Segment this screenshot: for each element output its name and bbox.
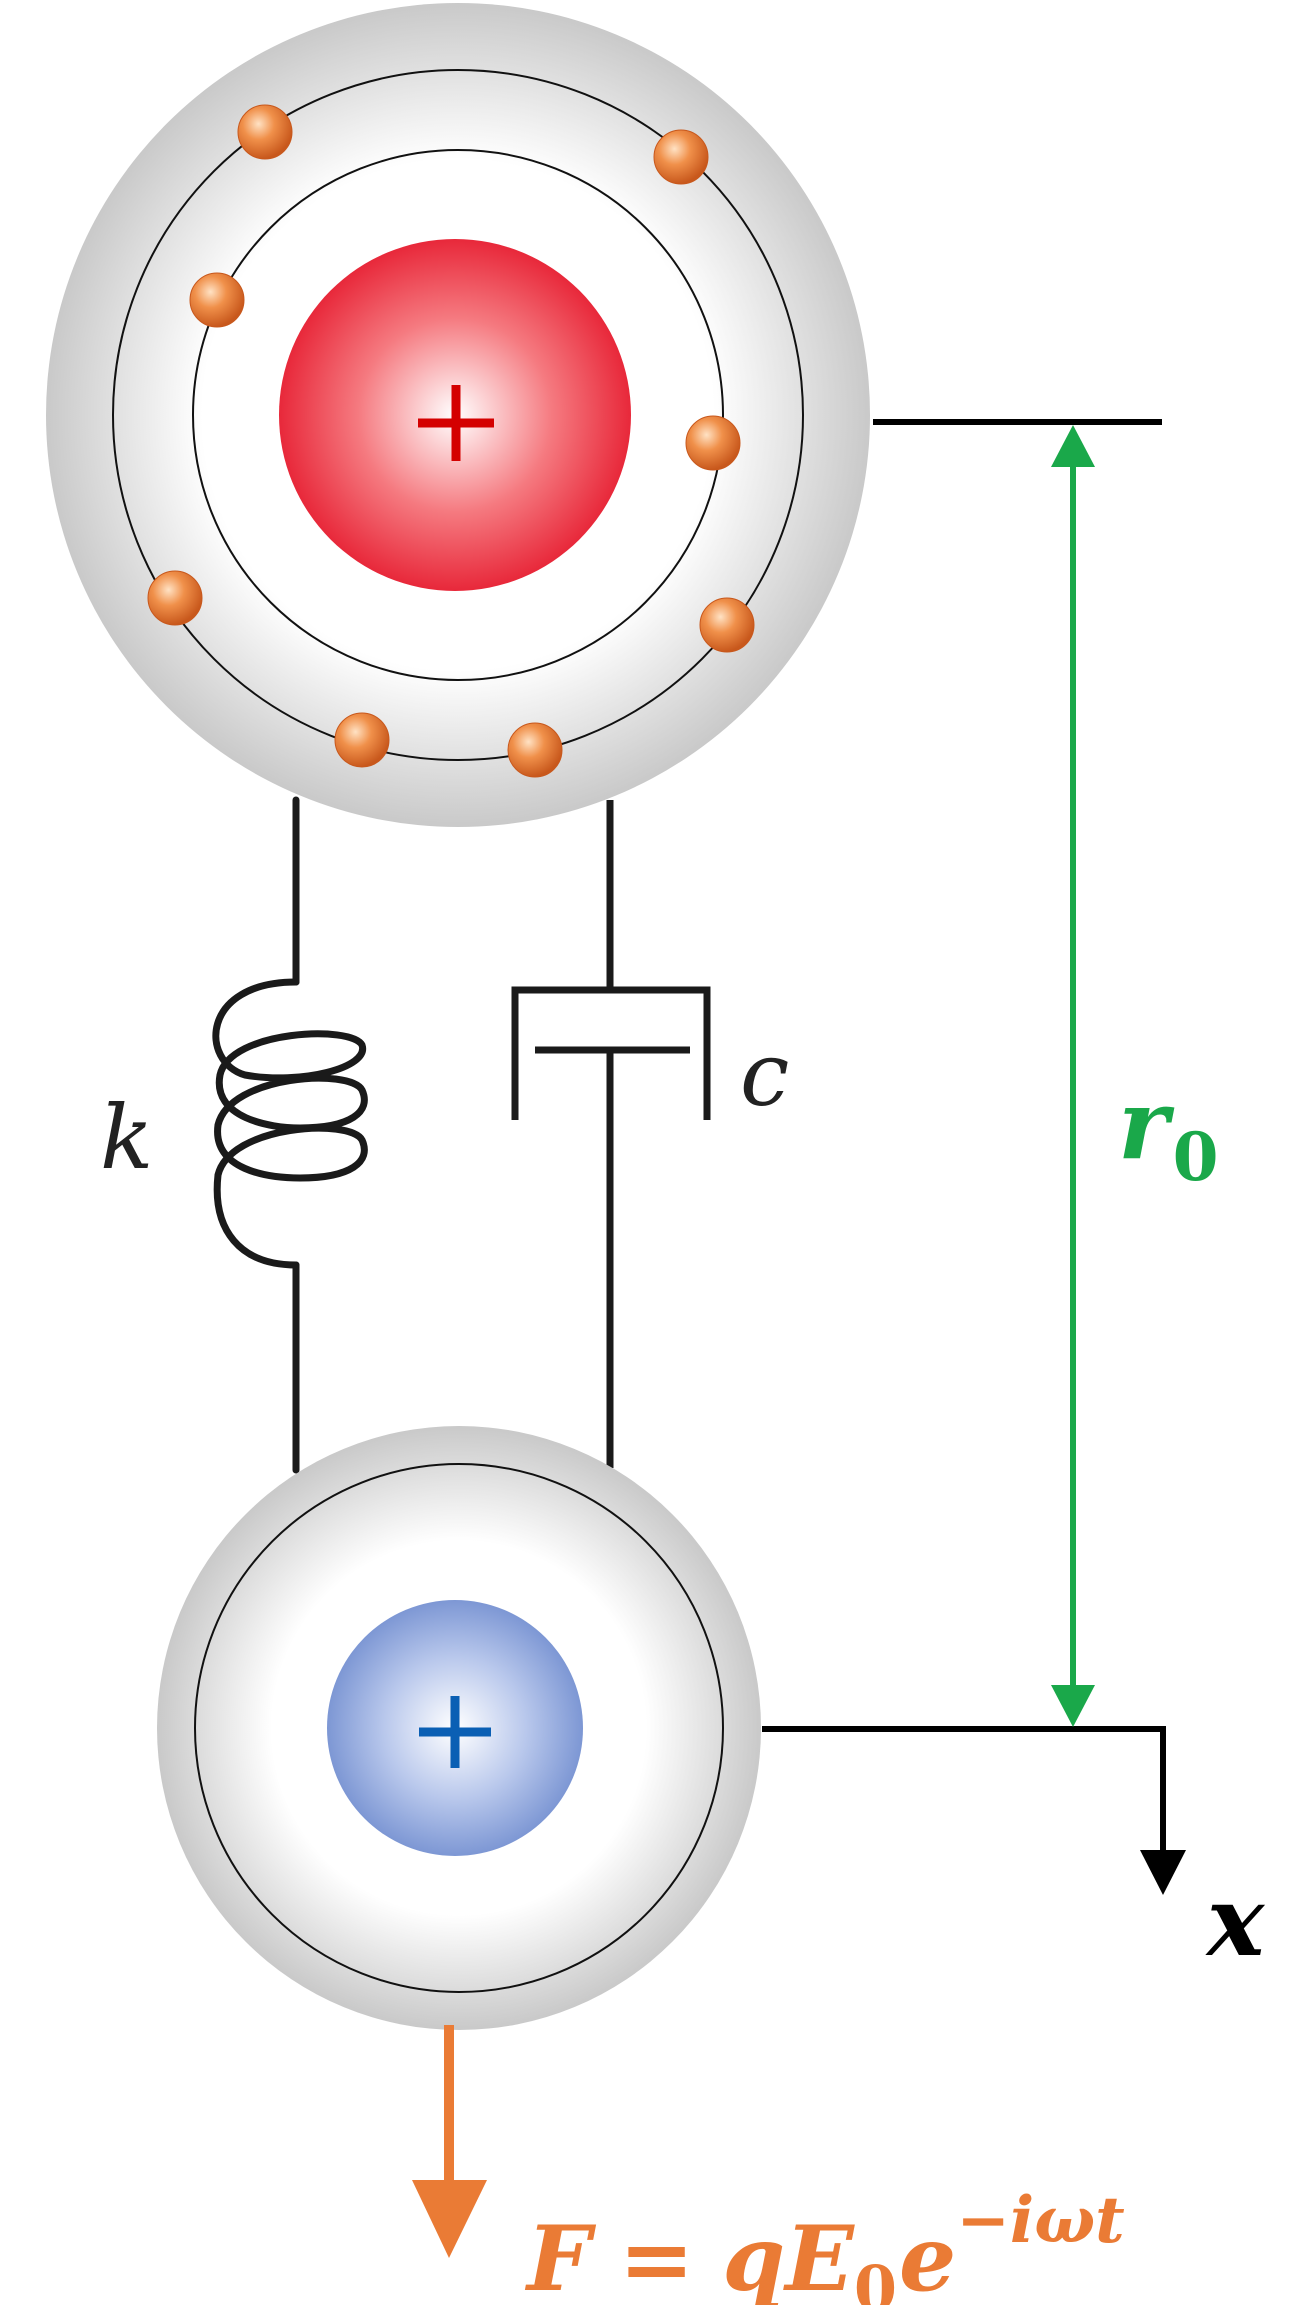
light-atom-orbit: [194, 1463, 724, 1993]
axis-label: x: [1205, 1865, 1266, 1978]
electron: [685, 415, 741, 471]
light-atom: [157, 1426, 761, 2030]
damping-constant-label: c: [740, 1023, 789, 1126]
inner-orbit: [192, 149, 724, 681]
spring: [212, 796, 368, 1474]
electron: [237, 104, 293, 160]
outer-orbit: [112, 69, 804, 761]
damper: [511, 800, 711, 1468]
light-plus-sign: [419, 1696, 491, 1768]
electrons: [147, 104, 755, 778]
heavy-atom: [46, 3, 870, 827]
force-equation: F=qE0e−iωt: [524, 2183, 1125, 2305]
electron: [507, 722, 563, 778]
electron: [653, 129, 709, 185]
force-arrow: [412, 2025, 487, 2258]
x-axis-arrow: [762, 1726, 1186, 1895]
spring-constant-label: k: [100, 1086, 153, 1189]
heavy-plus-sign: [418, 385, 494, 461]
equilibrium-distance-label: r0: [1118, 1068, 1219, 1196]
electron: [334, 712, 390, 768]
electron: [189, 272, 245, 328]
distance-arrow: [1051, 425, 1095, 1727]
electron: [147, 570, 203, 626]
electron: [699, 597, 755, 653]
